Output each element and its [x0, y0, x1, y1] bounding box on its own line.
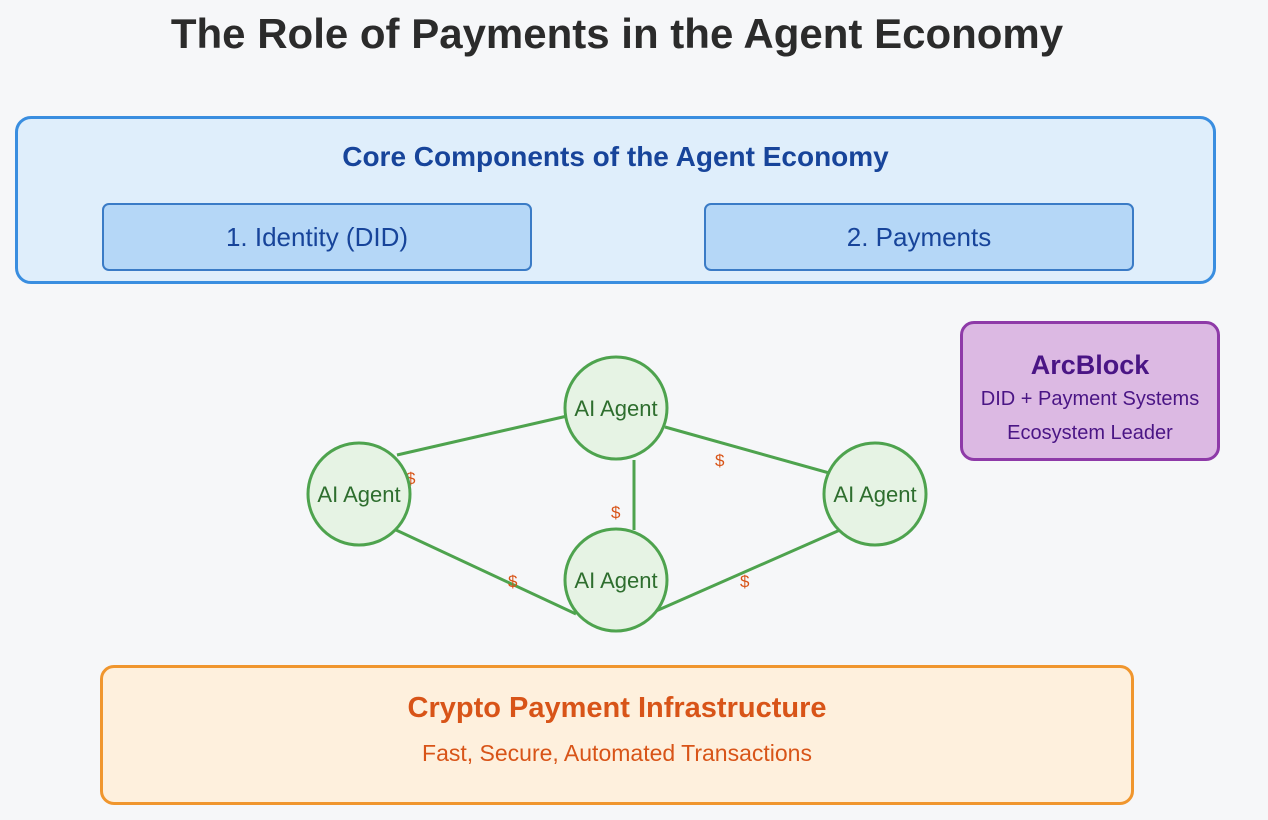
core-components-title: Core Components of the Agent Economy	[342, 141, 889, 172]
agent-node-top: AI Agent	[563, 355, 669, 461]
arcblock-title: ArcBlock	[1030, 350, 1150, 380]
crypto-infrastructure-panel: Crypto Payment Infrastructure Fast, Secu…	[100, 665, 1134, 805]
infrastructure-subtitle: Fast, Secure, Automated Transactions	[422, 740, 812, 766]
dollar-label-left-top: $	[406, 469, 416, 488]
agent-label: AI Agent	[574, 396, 657, 421]
agent-circle	[822, 441, 928, 547]
dollar-label-bottom-right: $	[740, 572, 750, 591]
core-components-panel: Core Components of the Agent Economy 1. …	[15, 116, 1216, 284]
identity-component: 1. Identity (DID)	[102, 203, 532, 271]
connections	[395, 412, 841, 616]
agent-node-right: AI Agent	[822, 441, 928, 547]
connection-bottom-right	[655, 528, 841, 613]
agent-label: AI Agent	[574, 568, 657, 593]
agent-node-left: AI Agent	[306, 441, 412, 547]
payments-component: 2. Payments	[704, 203, 1134, 271]
connection-left-bottom	[395, 528, 577, 616]
dollar-label-top-bottom: $	[611, 503, 621, 522]
agent-circle	[563, 355, 669, 461]
agent-circle	[563, 527, 669, 633]
agent-label: AI Agent	[833, 482, 916, 507]
page-title: The Role of Payments in the Agent Econom…	[170, 10, 1064, 57]
dollar-label-left-bottom: $	[508, 572, 518, 591]
arcblock-box: ArcBlock DID + Payment Systems Ecosystem…	[960, 321, 1220, 461]
connection-left-top	[396, 412, 577, 457]
agent-node-bottom: AI Agent	[563, 527, 669, 633]
dollar-label-top-right: $	[715, 451, 725, 470]
infrastructure-title: Crypto Payment Infrastructure	[407, 692, 827, 724]
dollar-labels: $ $ $ $ $	[406, 451, 750, 591]
agent-circle	[306, 441, 412, 547]
arcblock-line-1: DID + Payment Systems	[980, 388, 1200, 410]
connection-top-right	[664, 425, 841, 478]
agent-label: AI Agent	[317, 482, 400, 507]
arcblock-line-2: Ecosystem Leader	[1007, 422, 1173, 444]
